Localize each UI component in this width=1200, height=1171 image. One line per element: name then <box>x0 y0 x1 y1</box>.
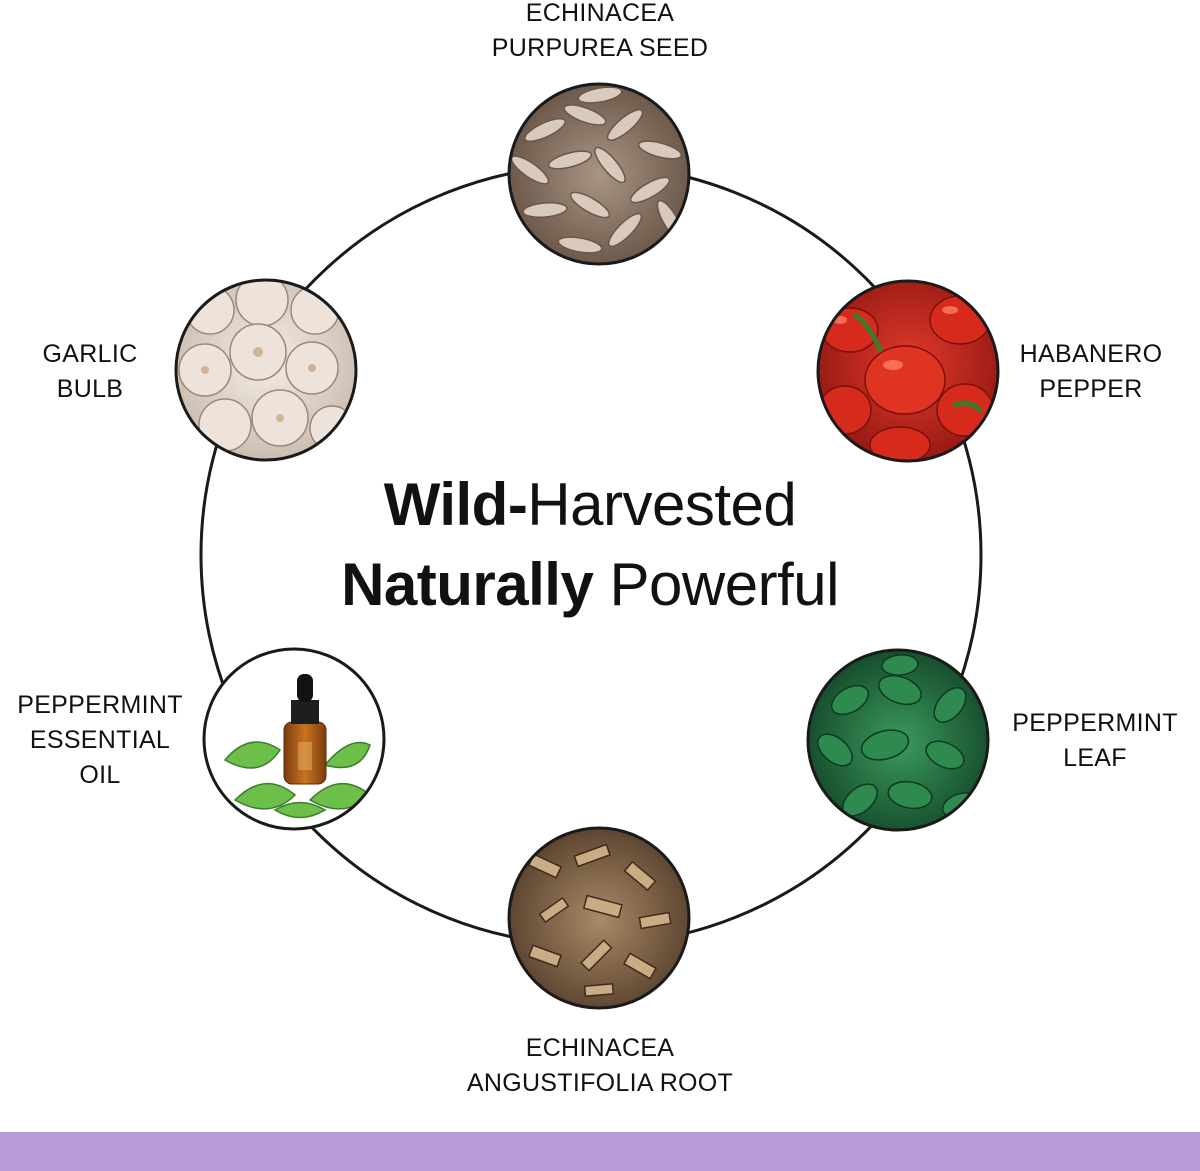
label-peppermint-oil-line2: ESSENTIAL <box>29 726 171 754</box>
headline-line2: Naturally Powerful <box>200 550 980 619</box>
label-garlic-line1: GARLIC <box>42 340 138 368</box>
garlic-photo <box>176 280 356 460</box>
label-peppermint-oil-line1: PEPPERMINT <box>17 691 183 719</box>
label-echinacea-root-line2: ANGUSTIFOLIA ROOT <box>466 1069 734 1097</box>
label-peppermint-leaf-line1: PEPPERMINT <box>1012 709 1178 737</box>
label-echinacea-seed: ECHINACEA PURPUREA SEED <box>450 0 750 66</box>
headline-line1-regular: Harvested <box>527 471 797 538</box>
label-peppermint-leaf: PEPPERMINT LEAF <box>1000 706 1190 776</box>
label-garlic: GARLIC BULB <box>20 337 160 407</box>
seeds-photo <box>509 84 689 264</box>
label-peppermint-oil-line3: OIL <box>79 761 121 789</box>
label-garlic-line2: BULB <box>56 375 124 403</box>
headline-line2-regular: Powerful <box>609 551 840 618</box>
footer-color-band <box>0 1132 1200 1171</box>
root-chips-photo <box>509 828 689 1008</box>
oil-bottle-photo <box>204 649 384 829</box>
label-habanero-line2: PEPPER <box>1039 375 1143 403</box>
label-echinacea-seed-line2: PURPUREA SEED <box>491 34 709 62</box>
headline-line1: Wild-Harvested <box>200 470 980 539</box>
label-echinacea-root: ECHINACEA ANGUSTIFOLIA ROOT <box>440 1031 760 1101</box>
label-echinacea-seed-line1: ECHINACEA <box>525 0 675 27</box>
label-habanero-line1: HABANERO <box>1019 340 1163 368</box>
pepper-photo <box>818 281 998 461</box>
mint-leaves-photo <box>808 650 988 830</box>
label-habanero: HABANERO PEPPER <box>1005 337 1177 407</box>
label-echinacea-root-line1: ECHINACEA <box>525 1034 675 1062</box>
headline-line2-bold: Naturally <box>341 551 594 618</box>
label-peppermint-oil: PEPPERMINT ESSENTIAL OIL <box>5 688 195 793</box>
headline-line1-bold: Wild- <box>383 471 528 538</box>
label-peppermint-leaf-line2: LEAF <box>1063 744 1127 772</box>
